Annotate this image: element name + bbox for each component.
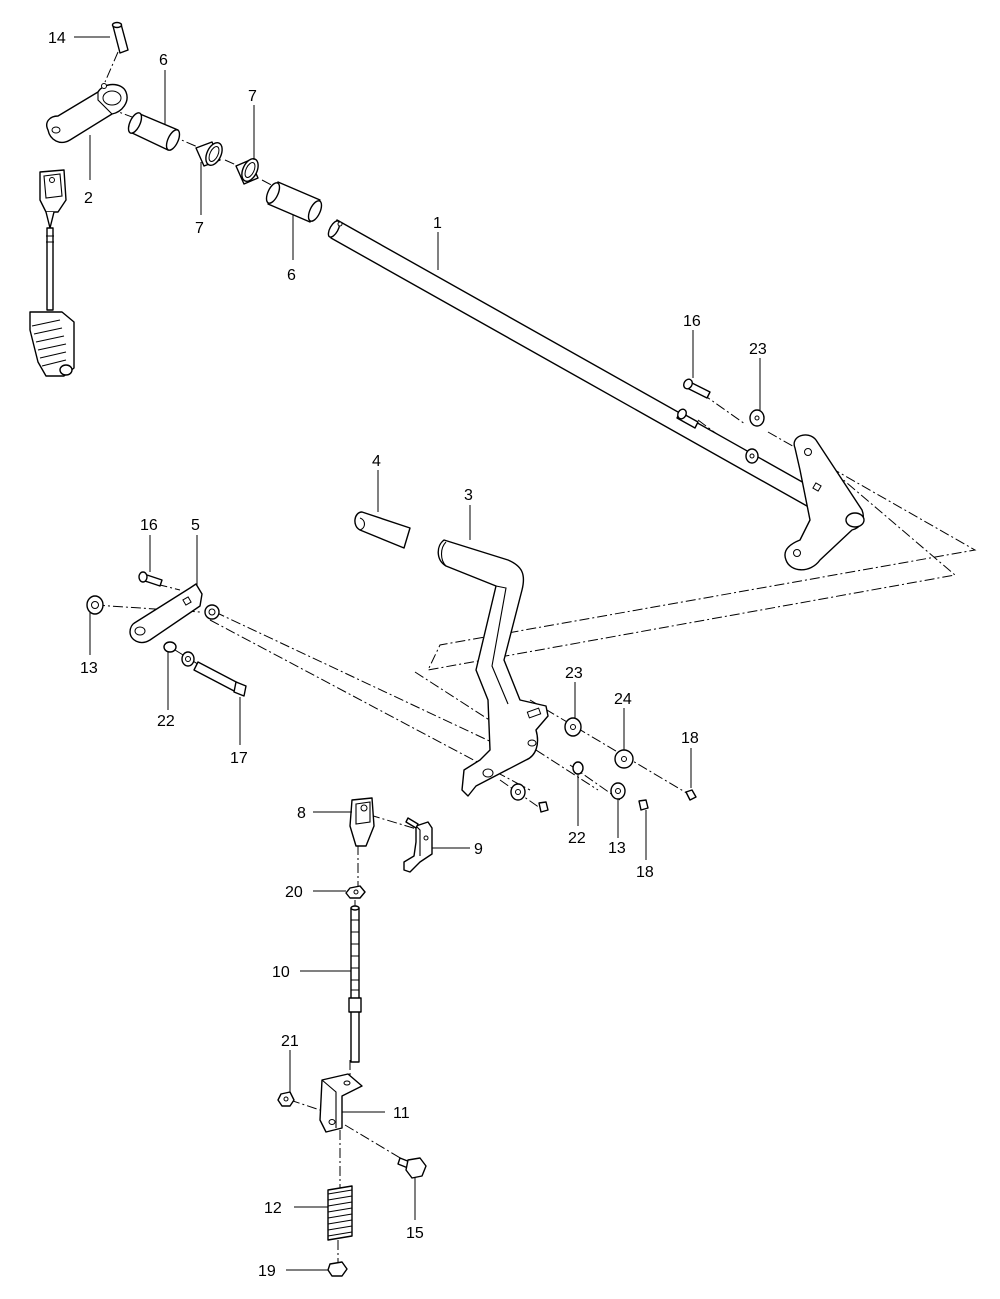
part-22-clip-right (572, 761, 584, 775)
callout-14: 14 (48, 30, 66, 47)
callout-13-right: 13 (608, 840, 626, 857)
callout-16-upper: 16 (683, 313, 701, 330)
part-16-pin-on-shaft (676, 408, 699, 429)
callout-22-left: 22 (157, 713, 175, 730)
callout-9: 9 (474, 841, 483, 858)
part-8-clevis (349, 797, 375, 847)
washer-on-shaft (745, 448, 759, 464)
callout-12: 12 (264, 1200, 282, 1217)
part-23-washer-lower (564, 717, 582, 737)
callout-23-lower: 23 (565, 665, 583, 682)
callout-7-lower: 7 (195, 220, 204, 237)
part-16-clevis-pin-upper (683, 378, 711, 399)
callout-2: 2 (84, 190, 93, 207)
callout-23-upper: 23 (749, 341, 767, 358)
callout-6-upper: 6 (159, 52, 168, 69)
part-18-nut-lower (638, 799, 649, 811)
part-6-sleeve-left (127, 112, 181, 151)
part-19-nut (327, 1261, 348, 1277)
callout-19: 19 (258, 1263, 276, 1280)
washer-left-small (181, 651, 195, 667)
callout-1: 1 (433, 215, 442, 232)
callout-20: 20 (285, 884, 303, 901)
part-6-sleeve-right (265, 181, 323, 223)
callout-21: 21 (281, 1033, 299, 1050)
part-9-bracket (403, 817, 433, 873)
callout-7-upper: 7 (248, 88, 257, 105)
part-10-threaded-rod (348, 905, 362, 1063)
part-4-pedal-pad (354, 511, 411, 549)
part-12-spring (327, 1185, 353, 1241)
part-11-bracket (319, 1073, 363, 1133)
part-23-washer-upper (749, 409, 765, 427)
callout-22-right: 22 (568, 830, 586, 847)
callout-16-lower: 16 (140, 517, 158, 534)
leader-lines (74, 36, 761, 1271)
callout-11: 11 (393, 1105, 410, 1122)
callout-5: 5 (191, 517, 200, 534)
callout-17: 17 (230, 750, 248, 767)
part-18-nut-upper (685, 789, 697, 801)
callout-3: 3 (464, 487, 473, 504)
part-16-clevis-pin-lower (138, 571, 163, 587)
part-1-cross-shaft (327, 219, 865, 571)
callout-18-lower: 18 (636, 864, 654, 881)
part-20-nut (345, 885, 366, 899)
callout-4: 4 (372, 453, 381, 470)
part-21-nut (277, 1091, 295, 1107)
callout-15: 15 (406, 1225, 424, 1242)
callout-18-upper: 18 (681, 730, 699, 747)
part-17-bolt (193, 661, 247, 697)
part-2-lever-arm (46, 83, 128, 144)
part-5-link-plate (129, 583, 220, 644)
part-7-bushing-left (195, 141, 223, 167)
nut-pedal-pivot (538, 801, 549, 813)
washer-pedal-pivot (510, 783, 526, 801)
callout-8: 8 (297, 805, 306, 822)
part-7-bushing-right (235, 158, 259, 185)
part-24-washer (614, 749, 634, 769)
callout-6-lower: 6 (287, 267, 296, 284)
part-3-pedal-lever (437, 539, 549, 797)
callout-10: 10 (272, 964, 290, 981)
part-13-washer-left (86, 595, 104, 615)
part-15-bolt (397, 1157, 427, 1179)
callout-labels: 14 2 6 7 7 6 1 16 23 4 3 16 5 13 22 17 2… (48, 30, 767, 1280)
left-clevis-rod-assembly (29, 169, 75, 377)
part-14-roll-pin (111, 21, 129, 54)
part-22-clip-left (163, 641, 177, 653)
part-13-washer-right (610, 782, 626, 800)
callout-24: 24 (614, 691, 632, 708)
callout-13-left: 13 (80, 660, 98, 677)
